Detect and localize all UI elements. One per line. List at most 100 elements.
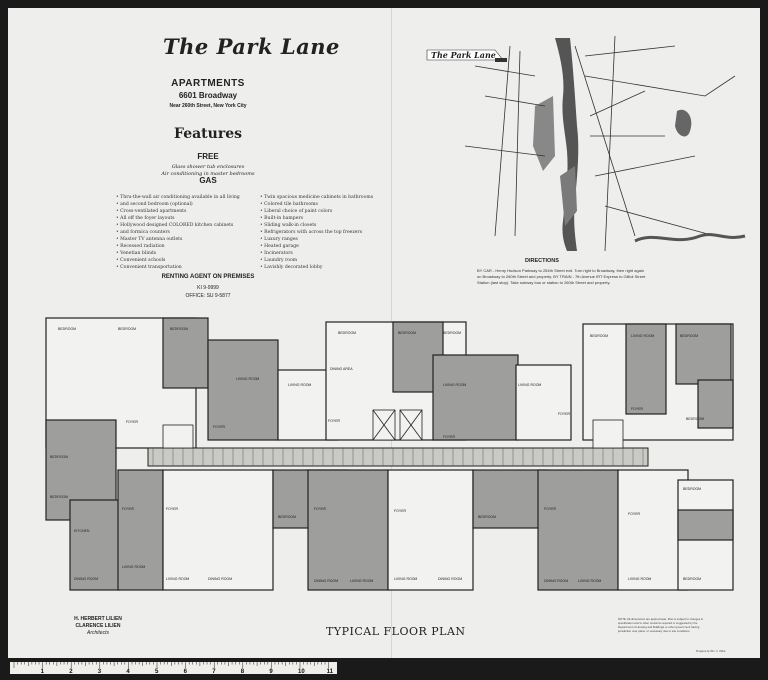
room-label: FOYER (122, 507, 135, 511)
feature-item: Twin spacious medicine cabinets in bathr… (260, 194, 400, 201)
room-label: BEDROOM (680, 334, 698, 338)
feature-item: Convenient transportation (116, 264, 264, 271)
room-label: DINING ROOM (74, 577, 98, 581)
feature-item: Liberal choice of paint colors (260, 208, 400, 215)
room-label: LIVING ROOM (350, 579, 373, 583)
room-label: FOYER (544, 507, 557, 511)
room-label: FOYER (166, 507, 179, 511)
room-label: LIVING ROOM (394, 577, 417, 581)
room-label: FOYER (314, 507, 327, 511)
feature-item: Colored tile bathrooms (260, 201, 400, 208)
gas-label: GAS (199, 176, 217, 185)
features-heading: Features (174, 126, 242, 142)
feature-item: Built-in hampers (260, 215, 400, 222)
ruler-label: 5 (155, 669, 159, 674)
feature-item: Luxury ranges (260, 236, 400, 243)
room-label: FOYER (628, 512, 641, 516)
feature-item: Cross-ventilated apartments (116, 208, 264, 215)
features-list-right: Twin spacious medicine cabinets in bathr… (260, 194, 400, 271)
renting-phone: KI 9-9999 (197, 285, 219, 291)
plan-caption: TYPICAL FLOOR PLAN (326, 625, 466, 638)
feature-item: Recessed radiation (116, 243, 264, 250)
ruler-label: 4 (126, 669, 130, 674)
ruler-label: 2 (69, 669, 73, 674)
ruler-label: 8 (241, 669, 245, 674)
feature-item: Master TV antenna outlets (116, 236, 264, 243)
room-label: LIVING ROOM (288, 383, 311, 387)
room-label: BEDROOM (443, 331, 461, 335)
brochure-title: The Park Lane (163, 34, 340, 59)
typical-floor-plan: BEDROOM BEDROOM BEDROOM LIVING ROOM LIVI… (45, 317, 734, 591)
feature-item: Refrigerators with across the top freeze… (260, 229, 400, 236)
room-label: FOYER (328, 419, 341, 423)
room-label: LIVING ROOM (236, 377, 259, 381)
address: 6601 Broadway (178, 91, 238, 100)
room-label: BEDROOM (170, 327, 188, 331)
location-map: The Park Lane (426, 36, 746, 251)
feature-item: Sliding walk-in closets (260, 222, 400, 229)
prepared-by: Prepared by Wm. C. PAUL (696, 650, 726, 653)
architects-label: Architects (87, 630, 109, 636)
feature-item: Heated garage (260, 243, 400, 250)
brochure-sheet: The Park Lane APARTMENTS 6601 Broadway N… (8, 8, 760, 658)
room-label: KITCHEN (74, 529, 90, 533)
free-text: Glass shower tub enclosures Air conditio… (8, 164, 408, 178)
feature-item: Lavishly decorated lobby (260, 264, 400, 271)
feature-item: Hollywood designed COLORED kitchen cabin… (116, 222, 264, 229)
ruler-label: 9 (269, 669, 273, 674)
free-line: Air conditioning in master bedrooms (161, 171, 255, 177)
room-label: LIVING ROOM (578, 579, 601, 583)
ruler-label: 11 (327, 669, 334, 674)
feature-item: and second bedroom (optional) (116, 201, 264, 208)
room-label: FOYER (394, 509, 407, 513)
room-label: FOYER (631, 407, 644, 411)
plan-note: NOTE: All dimensions are approximate. Pl… (618, 617, 704, 633)
room-label: LIVING ROOM (166, 577, 189, 581)
directions-text: BY CAR - Henry Hudson Parkway to 254th S… (477, 268, 646, 285)
ruler-label: 1 (41, 669, 45, 674)
room-label: BEDROOM (58, 327, 76, 331)
feature-item: All off the foyer layouts (116, 215, 264, 222)
room-label: BEDROOM (278, 515, 296, 519)
room-label: BEDROOM (50, 455, 68, 459)
ruler-label: 6 (184, 669, 188, 674)
room-label: LIVING ROOM (631, 334, 654, 338)
ruler-label: 7 (212, 669, 216, 674)
room-label: DINING ROOM (438, 577, 462, 581)
room-label: DINING AREA (330, 367, 353, 371)
apartments-heading: APARTMENTS (171, 78, 245, 89)
room-label: LIVING ROOM (628, 577, 651, 581)
room-label: LIVING ROOM (443, 383, 466, 387)
feature-item: Laundry room (260, 257, 400, 264)
room-label: BEDROOM (118, 327, 136, 331)
room-label: BEDROOM (338, 331, 356, 335)
free-label: FREE (197, 152, 219, 161)
feature-item: Venetian blinds (116, 250, 264, 257)
room-label: FOYER (558, 412, 571, 416)
map-title: The Park Lane (431, 50, 496, 60)
room-label: BEDROOM (590, 334, 608, 338)
room-label: LIVING ROOM (122, 565, 145, 569)
room-label: DINING ROOM (314, 579, 338, 583)
architect-name: H. HERBERT LILIEN (74, 616, 122, 622)
renting-agent: RENTING AGENT ON PREMISES (161, 274, 255, 280)
feature-item: Incinerators (260, 250, 400, 257)
room-label: DINING ROOM (544, 579, 568, 583)
architect-name: CLARENCE LILIEN (75, 623, 121, 629)
features-list-left: Thru-the-wall air conditioning available… (116, 194, 264, 271)
feature-item: and formica counters (116, 229, 264, 236)
feature-item: Thru-the-wall air conditioning available… (116, 194, 264, 201)
near-street: Near 260th Street, New York City (169, 103, 247, 109)
room-label: FOYER (126, 420, 139, 424)
room-label: FOYER (443, 435, 456, 439)
room-label: BEDROOM (50, 495, 68, 499)
feature-item: Convenient schools (116, 257, 264, 264)
architects: H. HERBERT LILIEN CLARENCE LILIEN Archit… (63, 616, 133, 637)
room-label: BEDROOM (398, 331, 416, 335)
room-label: LIVING ROOM (518, 383, 541, 387)
room-label: FOYER (213, 425, 226, 429)
room-label: BEDROOM (686, 417, 704, 421)
directions-heading: DIRECTIONS (525, 258, 559, 264)
free-line: Glass shower tub enclosures (171, 164, 245, 170)
